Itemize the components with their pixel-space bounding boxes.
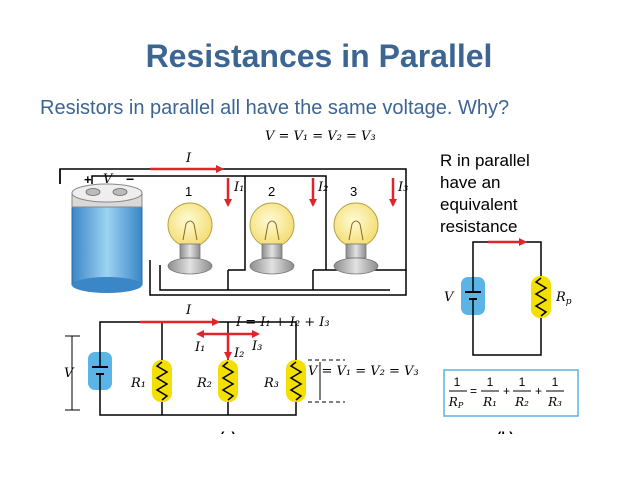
svg-text:1: 1	[454, 375, 461, 389]
top-current-label: I	[185, 151, 192, 166]
svg-text:RP: RP	[448, 395, 464, 410]
svg-text:R₃: R₃	[547, 395, 562, 409]
bulb-2	[249, 202, 295, 275]
equivalent-resistor-label: Rp	[555, 290, 572, 307]
side-note-line-3: equivalent	[440, 195, 518, 214]
svg-text:+: +	[503, 384, 510, 398]
bottom-mask	[0, 434, 638, 478]
equivalent-top-wire	[472, 241, 542, 277]
voltage-bracket	[65, 335, 80, 411]
side-note-line-1: R in parallel	[440, 151, 530, 170]
top-voltage-equation: V = V₁ = V₂ = V₃	[265, 129, 376, 144]
equivalent-battery	[461, 277, 485, 315]
schematic-battery	[88, 352, 112, 390]
parallel-formula: 1 RP = 1 R₁ + 1 R₂ + 1 R₃	[448, 375, 564, 410]
side-note: R in parallel have an equivalent resista…	[440, 150, 530, 238]
wire-bottom-loop	[149, 260, 407, 296]
svg-text:=: =	[470, 384, 477, 398]
schematic-source-label: V	[64, 366, 75, 381]
svg-text:R₂: R₂	[514, 395, 529, 409]
side-note-line-2: have an	[440, 173, 501, 192]
slide-subtitle: Resistors in parallel all have the same …	[40, 97, 510, 119]
schematic-bottom-wire	[99, 390, 297, 416]
equivalent-resistor	[531, 276, 551, 318]
branch-i1-label: I₁	[194, 340, 205, 355]
bulb-2-number: 2	[268, 184, 275, 199]
resistor-r1	[152, 360, 172, 402]
formula-box	[443, 369, 579, 417]
svg-text:+: +	[535, 384, 542, 398]
svg-text:1: 1	[519, 375, 526, 389]
battery-plus-label: +	[84, 172, 92, 187]
resistor-r2-label: R₂	[196, 376, 212, 391]
branch-i2-label: I₂	[233, 346, 244, 361]
branch-i3-label: I₃	[251, 339, 262, 354]
resistor-r3	[286, 360, 306, 402]
resistor-r1-label: R₁	[130, 376, 146, 391]
schematic-current-label: I	[185, 303, 192, 318]
battery-minus-label: −	[126, 171, 134, 187]
bulb-1-number: 1	[185, 184, 192, 199]
battery-v-label: V	[103, 172, 114, 187]
resistor-r3-label: R₃	[263, 376, 279, 391]
bulb-1-current: I₁	[233, 180, 244, 195]
side-note-line-4: resistance	[440, 217, 518, 236]
svg-text:1: 1	[552, 375, 559, 389]
bulb-2-current: I₂	[317, 180, 328, 195]
svg-text:R₁: R₁	[482, 395, 497, 409]
equivalent-source-label: V	[444, 290, 455, 305]
resistor-r2	[218, 360, 238, 402]
bulb-3-current: I₃	[397, 180, 408, 195]
battery	[71, 183, 143, 293]
equivalent-bottom-wire	[472, 315, 542, 356]
bulb-1	[167, 202, 213, 275]
current-sum-equation: I = I₁ + I₂ + I₃	[235, 315, 330, 330]
slide-title: Resistances in Parallel	[145, 38, 493, 74]
svg-text:1: 1	[487, 375, 494, 389]
bulb-3	[333, 202, 379, 275]
bulb-3-number: 3	[350, 184, 357, 199]
schematic-voltage-equation: V = V₁ = V₂ = V₃	[308, 364, 419, 379]
